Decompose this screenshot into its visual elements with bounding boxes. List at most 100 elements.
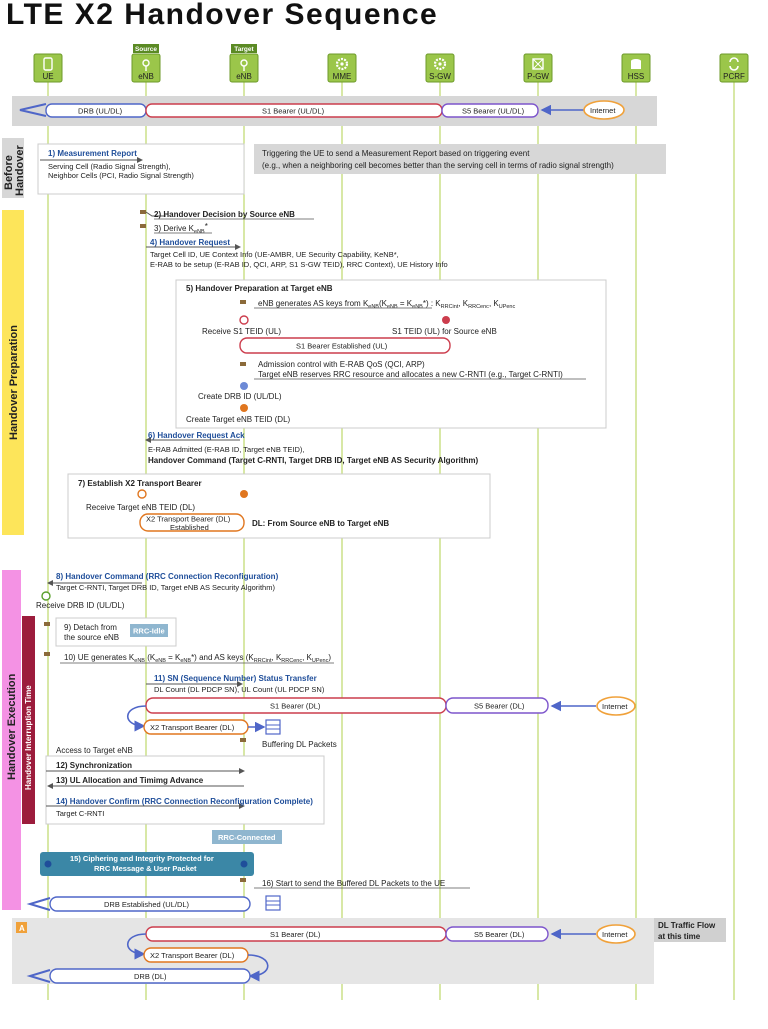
top-internet-cloud [583,100,625,120]
step-16-marker [240,878,246,882]
node-senb-badge [133,44,159,53]
step-5-label: 5) Handover Preparation at Target eNB [186,284,333,293]
node-mme: MME [327,53,357,83]
step-16-label: 16) Start to send the Buffered DL Packet… [262,879,445,888]
x2-bearer-box [67,473,491,539]
step-4-label: 4) Handover Request [150,238,230,247]
top-internet-label: Internet [590,106,616,115]
phase-before-label-2: Handover [14,145,26,196]
lifelines [47,82,735,1000]
bottom-drb-left-arrow [26,969,51,983]
phase-before-label-1: Before [3,155,15,190]
phone-icon [43,57,53,71]
dl-traffic-note-line-1: DL Traffic Flow [658,921,716,930]
top-s5-label: S5 Bearer (UL/DL) [462,107,525,116]
interruption-time-bar [22,616,35,824]
create-drb-label: Create DRB ID (UL/DL) [198,392,282,401]
drb-established-label: DRB Established (UL/DL) [104,900,190,909]
step-1-label: 1) Measurement Report [48,149,137,158]
interruption-time-label: Handover Interruption Time [24,685,33,790]
step-5-marker [240,300,246,304]
node-ue-box [33,53,63,83]
step-4-line-2: E-RAB to be setup (E-RAB ID, QCI, ARP, S… [150,260,448,269]
trigger-note-line-2: (e.g., when a neighboring cell becomes b… [262,161,614,170]
bottom-x2-label: X2 Transport Bearer (DL) [150,951,235,960]
bottom-return-arrow [247,954,269,982]
target-prep-box [175,279,607,429]
create-drb-dot [240,382,248,390]
top-s5-pill [441,103,539,118]
gear-icon [433,57,447,71]
step-11-label: 11) SN (Sequence Number) Status Transfer [154,674,317,683]
target-teid-dot [240,490,248,498]
step-7-label: 7) Establish X2 Transport Bearer [78,479,202,488]
antenna-icon [142,59,150,71]
step-8-label: 8) Handover Command (RRC Connection Reco… [56,572,279,581]
node-pgw-box [523,53,553,83]
s1-established-label: S1 Bearer Established (UL) [296,342,388,351]
admission-line-2: Target eNB reserves RRC resource and all… [258,370,563,379]
step-3-label: 3) Derive KeNB* [154,222,208,235]
step-6-line-2: Handover Command (Target C-RNTI, Target … [148,456,478,465]
node-hss-label: HSS [628,72,644,81]
exec-x2-label: X2 Transport Bearer (DL) [150,723,235,732]
node-pcrf-box [719,53,749,83]
x2-established-line-2: Established [170,523,209,532]
receive-teid-label: Receive Target eNB TEID (DL) [86,503,195,512]
node-pgw: P-GW [523,53,553,83]
cipher-banner [40,852,254,876]
step-10-marker [44,652,50,656]
dl-traffic-note-box [654,918,726,942]
cipher-dot-left [44,860,52,868]
step-2-marker [140,210,146,214]
x2-established-line-1: X2 Transport Bearer (DL) [146,515,231,524]
buffering-marker [240,738,246,742]
gear-icon [335,57,349,71]
node-pcrf-label: PCRF [723,72,745,81]
step-14-line: Target C-RNTI [56,809,104,818]
step-14-label: 14) Handover Confirm (RRC Connection Rec… [56,797,313,806]
section-a-label: A [19,924,25,933]
step-9-line-2: the source eNB [64,633,119,642]
step-6-line-1: E-RAB Admitted (E-RAB ID, Target eNB TEI… [148,445,304,454]
policy-icon [729,57,739,71]
step-15-line-1: 15) Ciphering and Integrity Protected fo… [70,854,214,863]
rrc-connected-badge [212,830,282,844]
step-13-label: 13) UL Allocation and Timimg Advance [56,776,204,785]
step-9-line-1: 9) Detach from [64,623,117,632]
as-keys-text: eNB generates AS keys from KeNB(KeNB = K… [258,299,515,310]
exec-internet-cloud [596,696,636,716]
create-teid-dot [240,404,248,412]
exec-s5-pill [445,697,549,714]
receive-s1-label: Receive S1 TEID (UL) [202,327,281,336]
page-title: LTE X2 Handover Sequence [6,0,438,31]
node-tenb-badge [231,44,257,53]
cipher-dot-right [240,860,248,868]
step-6-label: 6) Handover Request Ack [148,431,245,440]
bottom-drb-label: DRB (DL) [134,972,167,981]
step-15-line-2: RRC Message & User Packet [94,864,197,873]
access-box [45,755,325,825]
buffering-label: Buffering DL Packets [262,740,337,749]
trigger-note-box [254,144,666,174]
receive-teid-dot [137,489,147,499]
admission-marker [240,362,246,366]
phase-before-bar [2,138,24,198]
bottom-s5-pill [445,926,549,942]
bottom-s1-label: S1 Bearer (DL) [270,930,321,939]
antenna-icon [240,59,248,71]
s1-source-label: S1 TEID (UL) for Source eNB [392,327,497,336]
step-3-marker [140,224,146,228]
access-label: Access to Target eNB [56,746,133,755]
node-sgw: S-GW [425,53,455,83]
database-icon [631,59,641,69]
node-senb-label: eNB [138,72,154,81]
phase-preparation-bar [2,210,24,535]
trigger-note-line-1: Triggering the UE to send a Measurement … [262,149,530,158]
x2-direction-label: DL: From Source eNB to Target eNB [252,519,389,528]
drb-est-left-arrow [26,897,51,911]
